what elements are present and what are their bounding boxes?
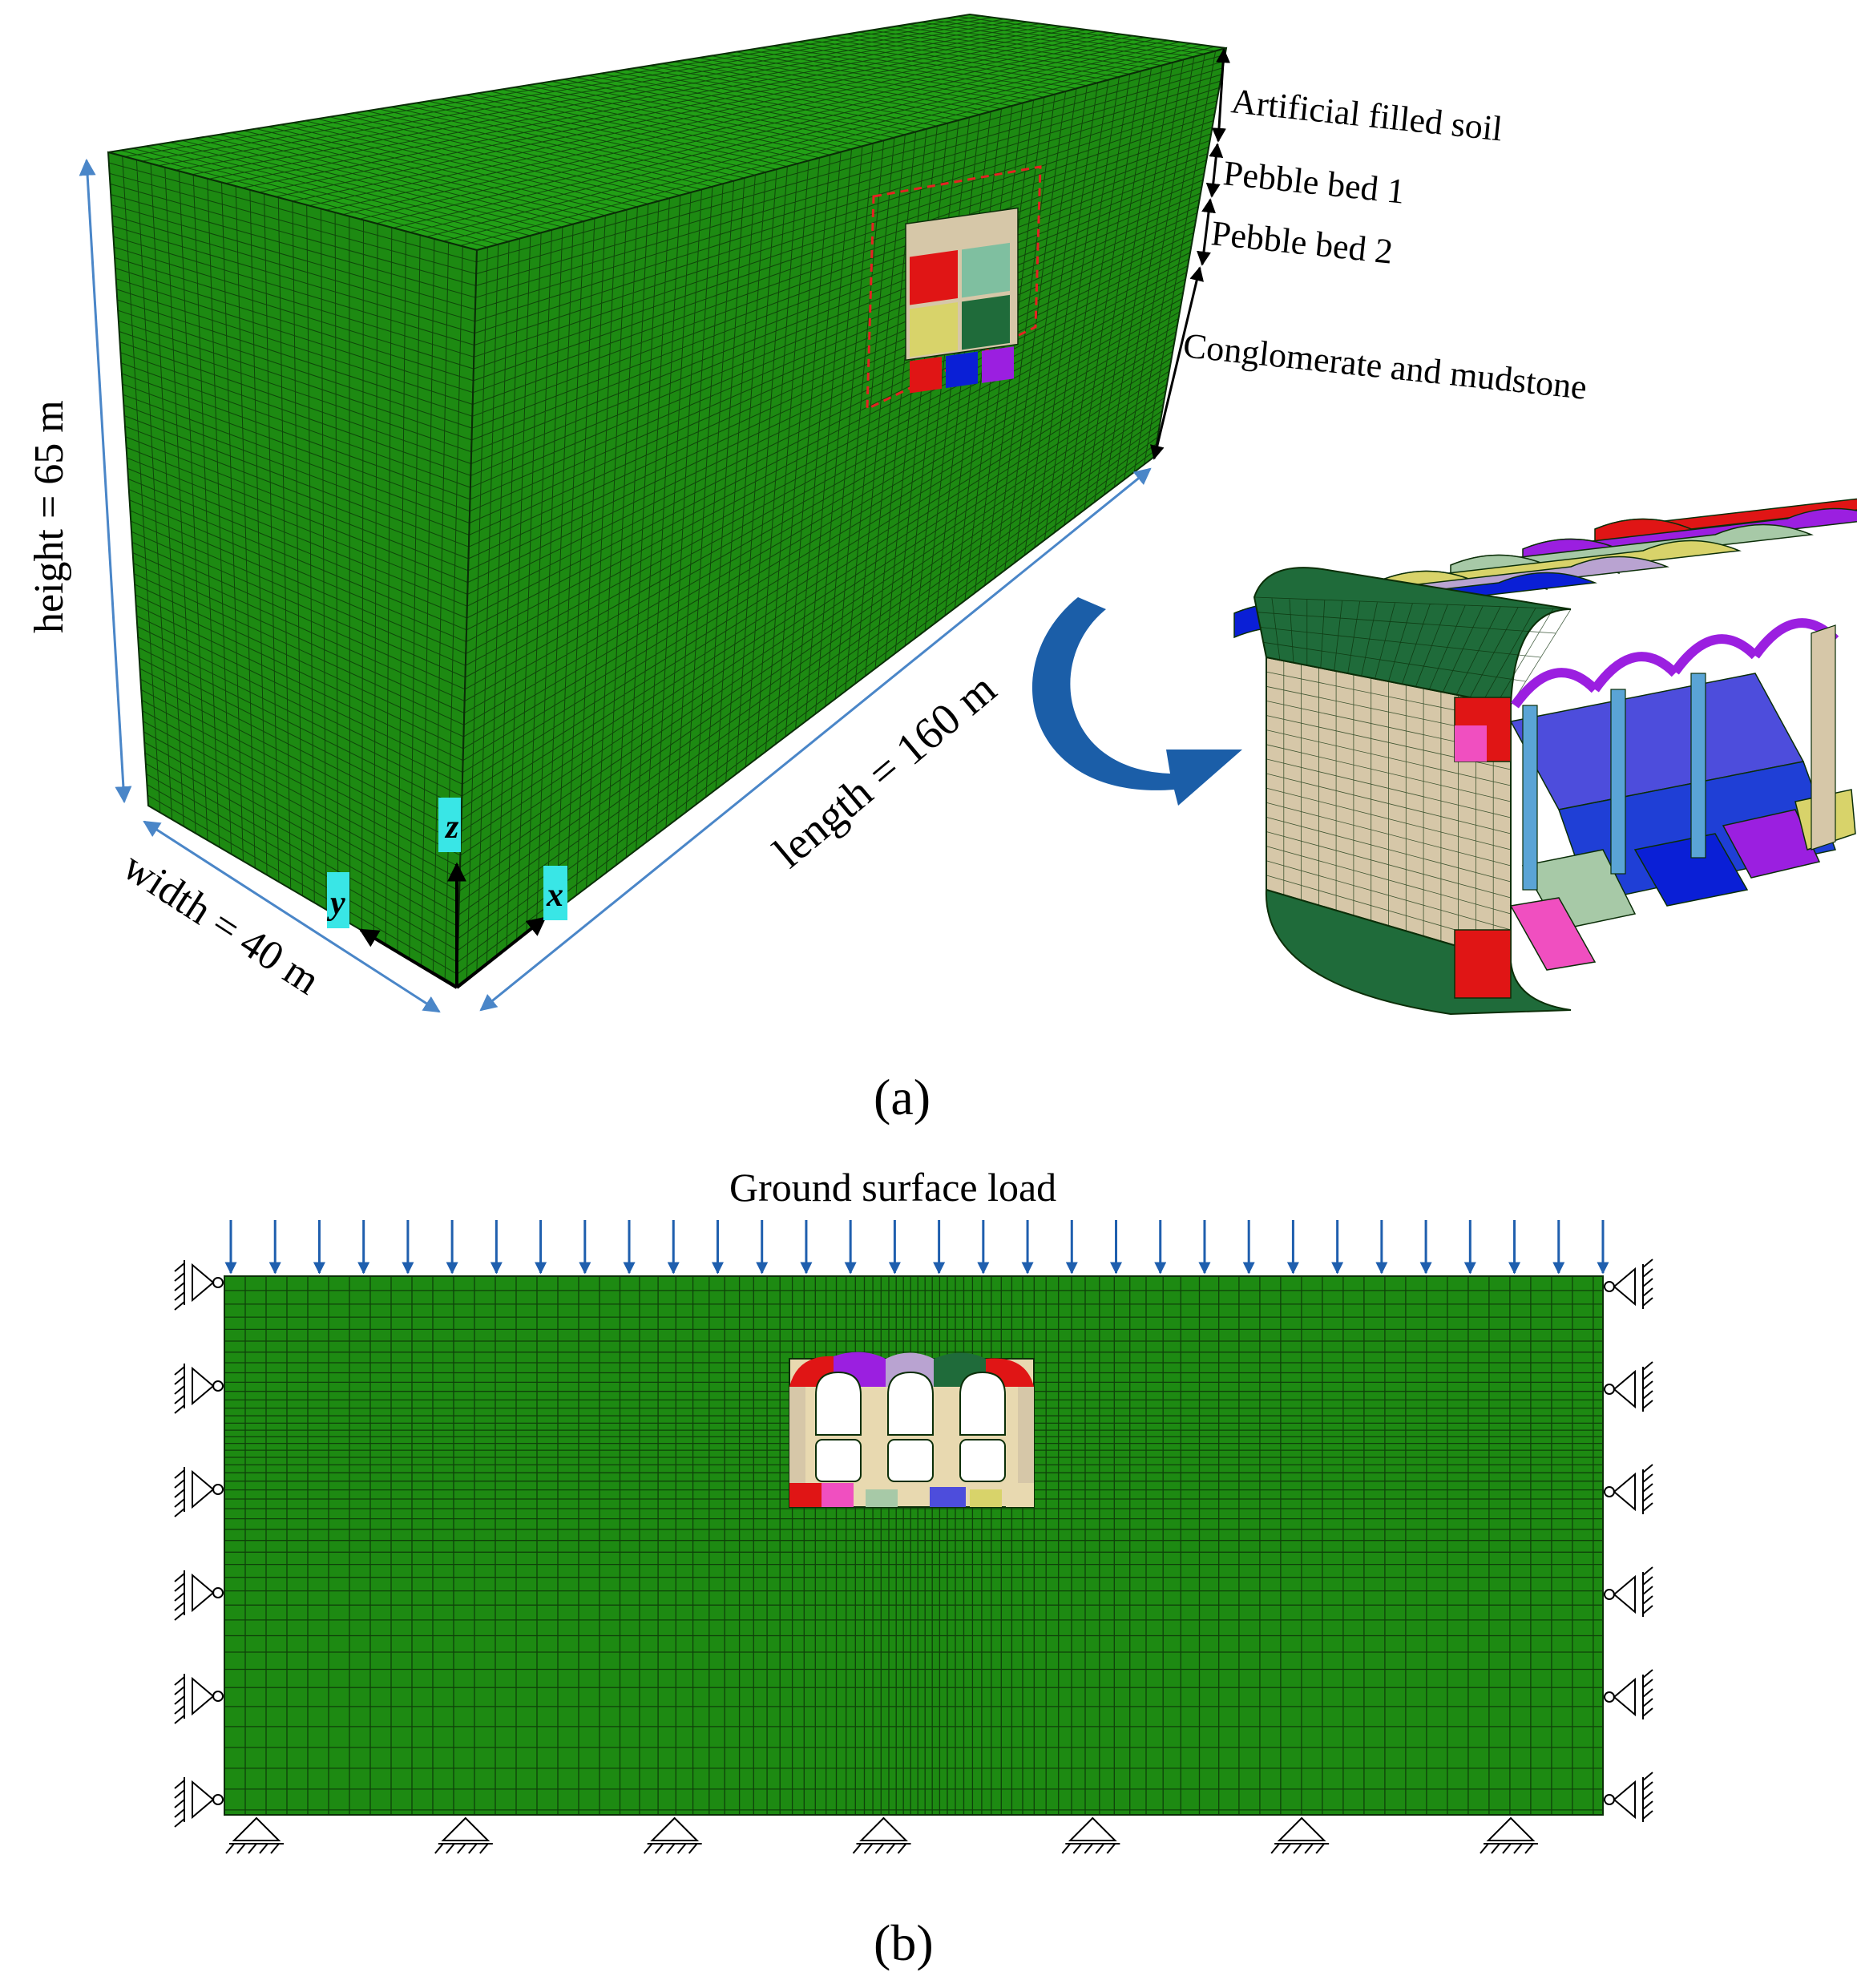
axis-x-badge xyxy=(543,866,567,920)
width-dimension-line xyxy=(143,820,441,1013)
bottom-pin-support xyxy=(852,1816,911,1854)
layer-label-artificial-filled-soil: Artificial filled soil xyxy=(1229,81,1504,148)
right-roller-support xyxy=(1604,1464,1653,1514)
boundary-supports xyxy=(174,1259,1653,1854)
panel-a-3d-model: height = 65 m width = 40 m length = 160 … xyxy=(26,13,1857,1125)
right-roller-support xyxy=(1604,1566,1653,1617)
layer-label-pebble-bed-2: Pebble bed 2 xyxy=(1209,213,1395,271)
callout-curved-arrow xyxy=(1031,597,1242,806)
station-cross-section xyxy=(789,1352,1035,1508)
coordinate-axes: z y x xyxy=(326,798,567,989)
left-roller-support xyxy=(174,1777,224,1828)
underground-station-structure-3d xyxy=(1233,498,1857,1016)
left-roller-support xyxy=(174,1467,224,1517)
layer-label-pebble-bed-1: Pebble bed 1 xyxy=(1221,153,1407,211)
layer-brackets xyxy=(1150,48,1230,460)
right-roller-support xyxy=(1604,1259,1653,1309)
panel-b-2d-model: Ground surface load xyxy=(174,1165,1653,1971)
axis-z-badge xyxy=(438,798,461,852)
left-roller-support xyxy=(174,1570,224,1621)
axis-y-badge xyxy=(327,872,349,928)
right-roller-support xyxy=(1604,1669,1653,1719)
left-roller-support xyxy=(174,1674,224,1724)
bottom-pin-support xyxy=(1270,1816,1330,1854)
left-roller-support xyxy=(174,1260,224,1311)
left-roller-support xyxy=(174,1364,224,1414)
axis-z-label: z xyxy=(444,809,459,846)
axis-x-label: x xyxy=(546,877,563,914)
right-roller-support xyxy=(1604,1361,1653,1412)
bottom-pin-support xyxy=(643,1816,702,1854)
bottom-pin-support xyxy=(1061,1816,1120,1854)
bottom-pin-support xyxy=(225,1816,284,1854)
bottom-pin-support xyxy=(1480,1816,1538,1854)
ground-surface-load-arrows xyxy=(224,1220,1609,1275)
panel-a-label: (a) xyxy=(874,1069,931,1125)
embedded-structure-thumbnail xyxy=(905,207,1019,394)
ground-surface-load-label: Ground surface load xyxy=(729,1165,1056,1210)
layer-label-conglomerate-and-mudstone: Conglomerate and mudstone xyxy=(1181,325,1589,407)
height-label: height = 65 m xyxy=(26,400,72,633)
panel-b-label: (b) xyxy=(874,1914,934,1971)
height-dimension-line xyxy=(79,158,132,804)
length-dimension-line xyxy=(479,467,1152,1012)
bottom-pin-support xyxy=(434,1816,493,1854)
structure-highlight-box xyxy=(866,165,1042,411)
right-roller-support xyxy=(1604,1772,1653,1822)
